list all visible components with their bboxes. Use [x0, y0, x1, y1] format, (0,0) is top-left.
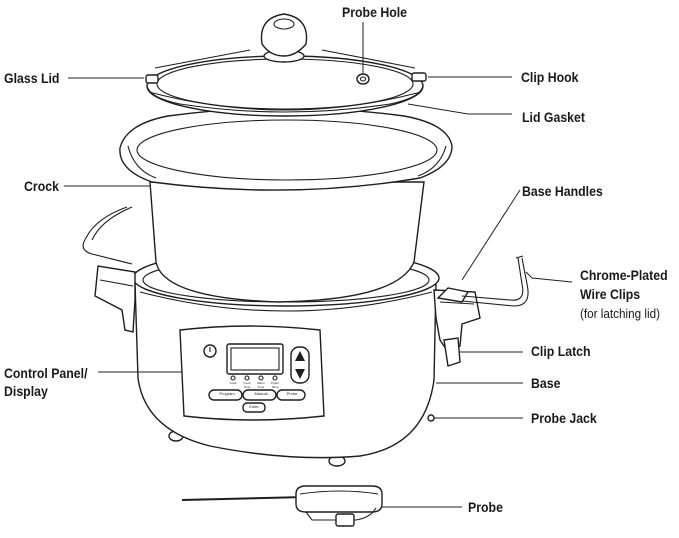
label-clip-latch: Clip Latch: [531, 343, 591, 359]
label-probe: Probe: [468, 499, 503, 515]
crock: [119, 107, 453, 303]
panel-enter-text: Enter: [249, 404, 259, 409]
label-lid-gasket: Lid Gasket: [522, 109, 586, 125]
label-base-handles: Base Handles: [522, 183, 603, 199]
probe-hole: [356, 73, 370, 85]
panel-mode-label: Warm Time: [257, 381, 265, 389]
panel-mode-label: Cook Time: [243, 381, 251, 389]
label-probe-hole: Probe Hole: [342, 4, 408, 20]
lid-gasket: [148, 91, 422, 111]
base-handles: [94, 265, 481, 353]
control-panel: [179, 325, 325, 421]
leader-lines: [64, 22, 573, 508]
label-control-panel: Control Panel/: [4, 365, 88, 381]
clip-latch: [443, 337, 461, 367]
label-glass-lid: Glass Lid: [4, 70, 60, 86]
glass-lid: [145, 13, 427, 117]
label-base: Base: [531, 375, 561, 391]
probe: [181, 485, 383, 527]
panel-program-text: Program: [219, 391, 235, 396]
panel-mode-label: Probe Temp: [270, 381, 279, 389]
probe-jack: [427, 414, 435, 422]
panel-manual-text: Manual: [254, 391, 268, 396]
panel-mode-label: Cook: [229, 381, 237, 385]
label-probe-jack: Probe Jack: [531, 410, 597, 426]
panel-probe-text: Probe: [286, 391, 298, 396]
chrome-plated-wire-clips: [82, 206, 529, 307]
label-wire-clips-note: (for latching lid): [580, 306, 660, 321]
label-display: Display: [4, 383, 48, 399]
label-clip-hook: Clip Hook: [521, 69, 579, 85]
label-crock: Crock: [24, 178, 59, 194]
label-wire-clips: Wire Clips: [580, 286, 641, 302]
label-chrome-plated: Chrome-Plated: [580, 267, 668, 283]
